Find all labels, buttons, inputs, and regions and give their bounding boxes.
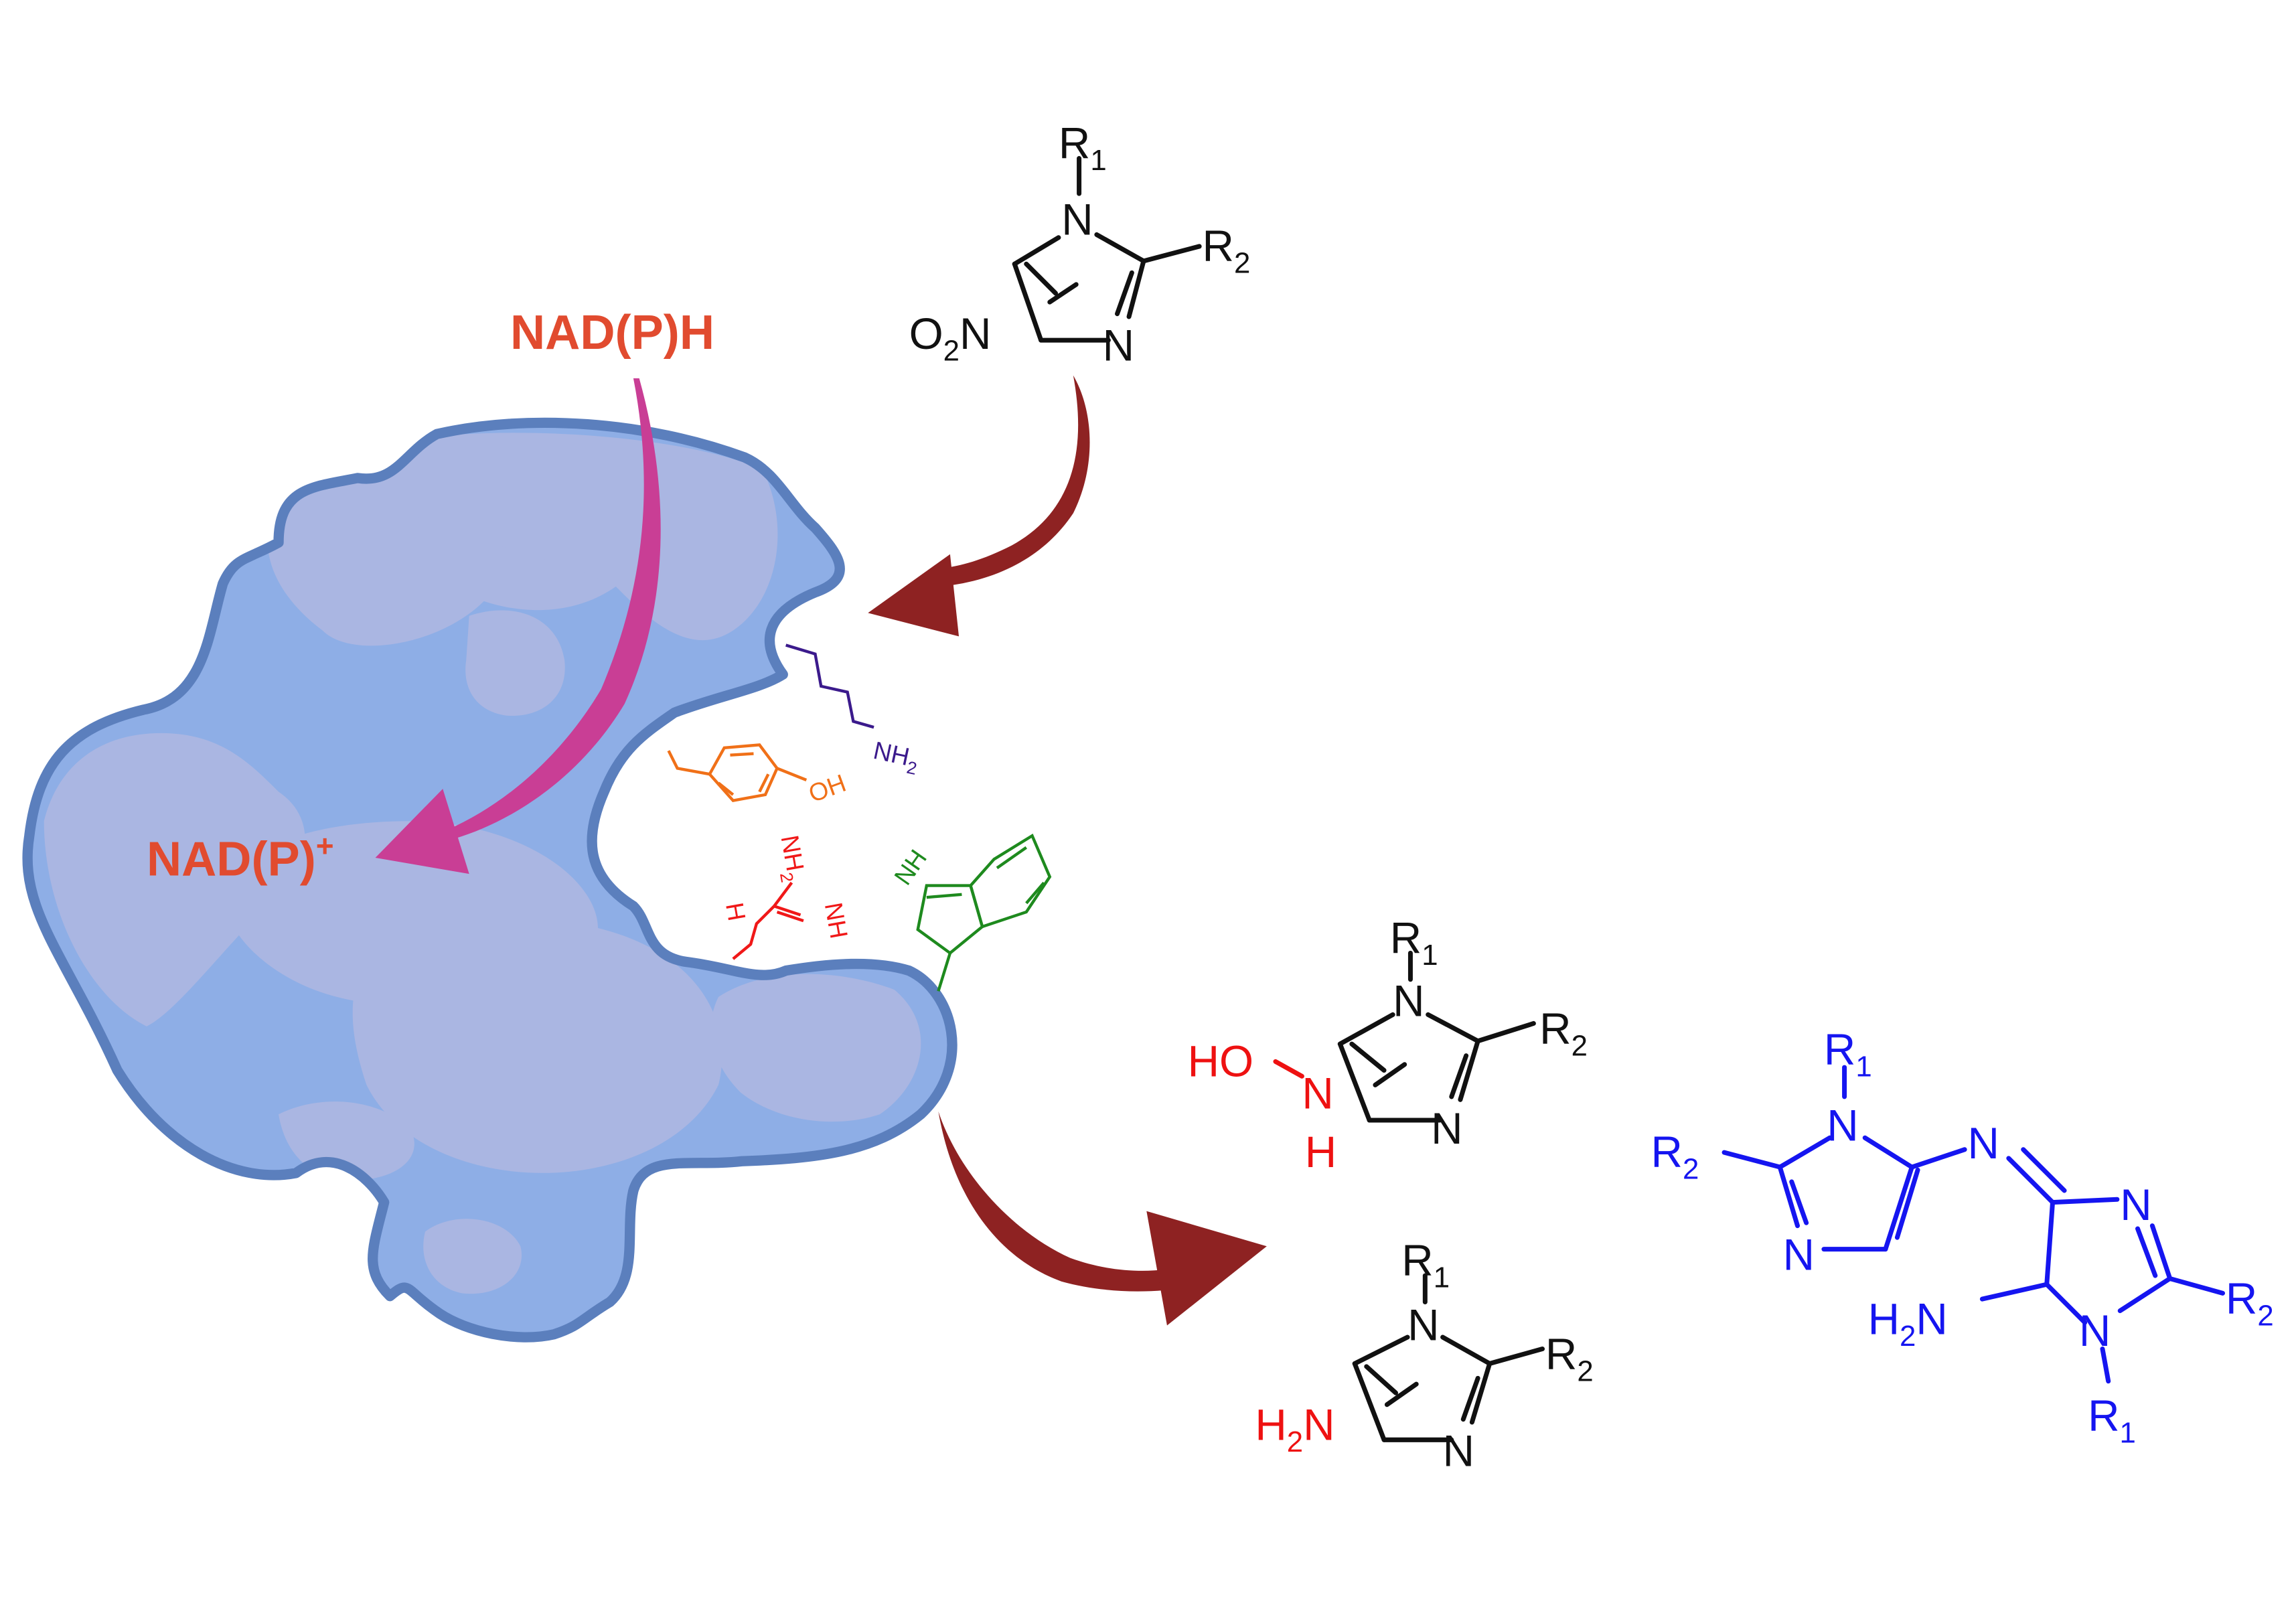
reaction-arrows: [868, 375, 1267, 1326]
svg-text:R1: R1: [1390, 913, 1438, 972]
svg-text:R1: R1: [1401, 1236, 1450, 1294]
nitroimidazole-substrate: R1 N R2 N O2N: [909, 119, 1251, 370]
aminoimidazole-product: R1 N R2 N H2N: [1255, 1236, 1593, 1476]
svg-text:R1: R1: [2088, 1391, 2136, 1450]
cofactor-oxidized-label: NAD(P)+: [147, 828, 334, 886]
svg-text:HO: HO: [1188, 1037, 1254, 1085]
tyrosine-hydroxyl-label: OH: [805, 769, 850, 808]
svg-text:N: N: [1443, 1427, 1474, 1476]
svg-text:N: N: [1302, 1069, 1333, 1118]
svg-text:R1: R1: [1824, 1025, 1872, 1083]
enzyme-surface-patches: [44, 433, 921, 1294]
cofactor-arrowhead: [375, 789, 469, 874]
svg-text:N: N: [1393, 977, 1424, 1026]
svg-text:R2: R2: [2226, 1274, 2274, 1332]
enzyme-outline: [22, 417, 958, 1343]
product-exit-arrowhead: [1146, 1211, 1267, 1326]
svg-text:N: N: [1783, 1230, 1815, 1279]
svg-text:N: N: [2120, 1180, 2151, 1229]
svg-text:R2: R2: [1545, 1330, 1594, 1388]
arginine-residue: NH2 NH H: [720, 833, 854, 960]
substrate-entry-arrowhead: [868, 554, 960, 637]
lysine-residue: NH2: [785, 643, 921, 779]
enzyme-blob: [22, 417, 958, 1343]
lysine-amine-label: NH2: [870, 736, 921, 779]
cofactor-group: NAD(P)H NAD(P)+: [147, 306, 714, 886]
svg-text:H2N: H2N: [1255, 1400, 1334, 1458]
arginine-h-label: H: [720, 901, 751, 923]
svg-text:N: N: [1061, 195, 1093, 244]
product-exit-arrow: [938, 1111, 1164, 1292]
tryptophan-nh-label: NH: [889, 844, 932, 890]
arginine-nh-label: NH: [820, 901, 854, 941]
imine-dimer-product: R1 N R2 N N N N H2N R2 R1: [1651, 1025, 2274, 1450]
svg-text:H: H: [1305, 1128, 1336, 1176]
svg-text:N: N: [1103, 321, 1134, 370]
substrate-entry-arrow: [938, 375, 1090, 587]
svg-text:N: N: [2079, 1306, 2111, 1355]
svg-text:H2N: H2N: [1868, 1295, 1948, 1353]
cofactor-reduced-label: NAD(P)H: [510, 306, 714, 360]
svg-text:N: N: [1431, 1104, 1462, 1153]
svg-text:O2N: O2N: [909, 309, 992, 368]
tyrosine-residue: OH: [667, 743, 850, 808]
svg-text:R1: R1: [1059, 119, 1107, 177]
svg-text:N: N: [1968, 1119, 1999, 1168]
svg-text:N: N: [1827, 1101, 1858, 1150]
cofactor-arrow: [447, 378, 661, 839]
svg-text:N: N: [1407, 1300, 1439, 1349]
svg-text:R2: R2: [1539, 1004, 1588, 1063]
hydroxylamine-intermediate: R1 N R2 N HO N H: [1188, 913, 1588, 1176]
arginine-nh2-label: NH2: [770, 833, 812, 884]
svg-text:R2: R2: [1651, 1128, 1699, 1186]
svg-text:R2: R2: [1203, 222, 1251, 280]
